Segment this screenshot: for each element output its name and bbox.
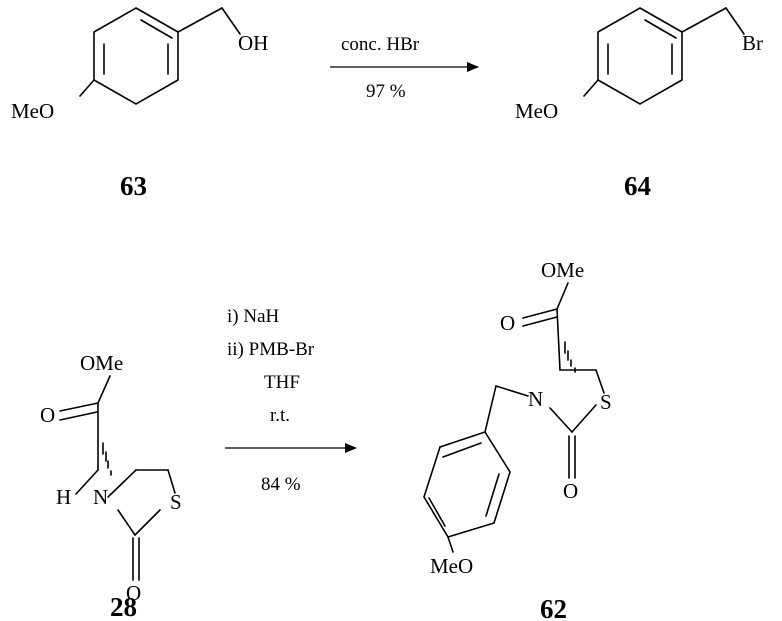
reaction1-yield: 97 % <box>366 81 406 102</box>
reaction2-yield: 84 % <box>261 474 301 495</box>
compound-28-number: 28 <box>110 592 137 621</box>
compound-28: OMe O H N S O 28 <box>40 351 182 621</box>
compound-28-stereo-hash <box>102 442 112 476</box>
reaction1-arrow: conc. HBr 97 % <box>330 34 479 102</box>
reaction2-temp: r.t. <box>270 405 290 426</box>
compound-28-n-label: N <box>93 485 108 509</box>
compound-64-number: 64 <box>624 171 651 201</box>
compound-62-s-label: S <box>600 390 612 414</box>
compound-28-ome-label: OMe <box>80 351 123 375</box>
compound-63-oh-label: OH <box>238 31 268 55</box>
compound-64-bonds <box>583 7 745 105</box>
compound-63-number: 63 <box>120 171 147 201</box>
compound-64-br-label: Br <box>742 31 763 55</box>
compound-28-ester-o-label: O <box>40 403 55 427</box>
compound-63-meo-label: MeO <box>11 99 54 123</box>
compound-28-h-label: H <box>56 485 71 509</box>
compound-62-stereo-hash <box>564 341 576 373</box>
compound-62-ester-o-label: O <box>500 311 515 335</box>
compound-63: OH MeO 63 <box>11 7 268 201</box>
compound-62-n-label: N <box>528 387 543 411</box>
compound-62-ome-label: OMe <box>541 258 584 282</box>
reaction2-step1: i) NaH <box>227 306 280 327</box>
reaction2-step2: ii) PMB-Br <box>227 339 315 360</box>
compound-28-bonds <box>59 375 176 581</box>
compound-64: Br MeO 64 <box>515 7 763 201</box>
reaction2-arrow: i) NaH ii) PMB-Br THF r.t. 84 % <box>225 306 357 495</box>
reaction1-reagent: conc. HBr <box>341 34 420 55</box>
compound-64-meo-label: MeO <box>515 99 558 123</box>
compound-62-bonds <box>423 282 605 553</box>
compound-62-number: 62 <box>540 594 567 621</box>
compound-28-carbonyl-o-label: O <box>126 581 141 605</box>
compound-28-s-label: S <box>170 490 182 514</box>
compound-62-carbonyl-o-label: O <box>563 479 578 503</box>
compound-62: OMe O N S O MeO 62 <box>423 258 612 621</box>
compound-63-bonds <box>79 7 241 105</box>
compound-62-meo-label: MeO <box>430 554 473 578</box>
reaction2-solvent: THF <box>264 372 300 393</box>
